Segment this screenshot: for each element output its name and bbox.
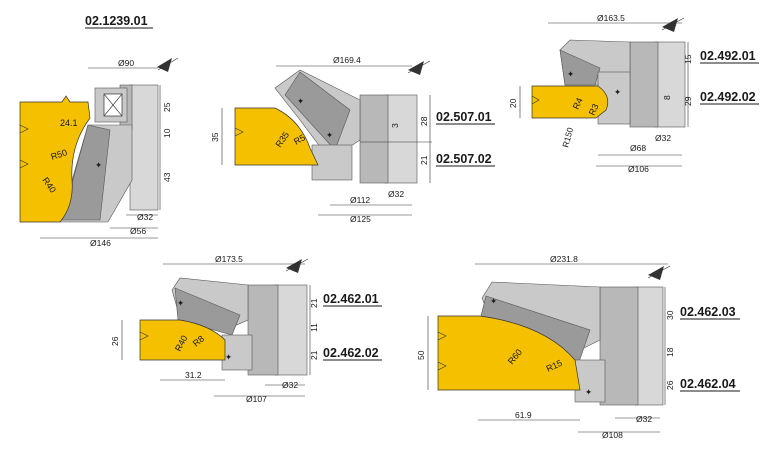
- profile-code: 02.492.01: [700, 49, 756, 63]
- dim-height: 11: [309, 323, 319, 332]
- direction-arrow-icon: [662, 18, 678, 32]
- knife-mark-icon: ✦: [614, 87, 621, 97]
- radius-label: R4: [571, 96, 585, 111]
- dim-height: 21: [419, 155, 429, 165]
- dim-height: 10: [162, 128, 172, 138]
- offset-label: 61.9: [515, 410, 532, 420]
- knife-mark-icon: ✦: [490, 296, 497, 306]
- dim-height: 21: [309, 350, 319, 360]
- profile-code: 02.462.04: [680, 377, 736, 391]
- direction-arrow-icon: [286, 259, 302, 273]
- knife-mark-icon: ✦: [567, 69, 574, 79]
- tool-collar: [599, 286, 639, 406]
- knife-holder: [574, 359, 606, 403]
- dim-diameter: Ø32: [655, 133, 671, 143]
- profile-code: 02.507.02: [436, 152, 492, 166]
- dim-height: 21: [309, 298, 319, 308]
- dim-diameter: Ø90: [118, 58, 134, 68]
- dim-height: 30: [665, 310, 675, 320]
- knife-mark-icon: ✦: [585, 387, 592, 397]
- profile-code: 02.462.02: [323, 346, 379, 360]
- dim-diameter: Ø108: [602, 430, 623, 440]
- offset-label: 24.1: [60, 118, 78, 128]
- tool-shaft: [384, 94, 418, 184]
- knife-mark-icon: ✦: [297, 96, 304, 106]
- workpiece-profile: [19, 95, 91, 223]
- workpiece-profile: [139, 319, 226, 361]
- knife-mark-icon: ✦: [225, 352, 232, 362]
- dim-height: 50: [416, 350, 426, 360]
- dim-height: 15: [683, 54, 693, 64]
- knife-mark-icon: ✦: [95, 160, 102, 170]
- dim-diameter: Ø32: [137, 212, 153, 222]
- dim-height: 25: [162, 102, 172, 112]
- dim-height: 43: [162, 172, 172, 182]
- dim-height: 26: [665, 380, 675, 390]
- profile-02-507: Ø169.4 ✦ ✦ R35 R5 35 28 3 21 Ø112 Ø125 Ø…: [210, 55, 495, 224]
- profile-02-1239-01: 02.1239.01 ✦ Ø90 Ø146 Ø56 Ø32 25 10 43 R…: [19, 14, 179, 248]
- workpiece-profile: [437, 315, 581, 391]
- knife-holder: [221, 334, 253, 371]
- direction-arrow-icon: [648, 266, 664, 280]
- radius-label: R150: [560, 126, 575, 148]
- profile-code: 02.462.03: [680, 305, 736, 319]
- tool-collar: [359, 94, 389, 184]
- dim-height: 35: [210, 132, 220, 142]
- dim-diameter: Ø32: [636, 414, 652, 424]
- tool-collar: [629, 41, 659, 128]
- tool-shaft: [654, 41, 686, 128]
- dim-height: 29: [683, 96, 693, 106]
- profile-02-462-a: Ø173.5 ✦ ✦ R40 R8 26 21 11 21 31.2 Ø32 Ø…: [110, 254, 382, 404]
- profile-code: 02.507.01: [436, 110, 492, 124]
- workpiece-profile: [531, 85, 609, 119]
- radius-label: R5: [292, 132, 307, 146]
- dim-diameter: Ø107: [246, 394, 267, 404]
- profile-code: 02.1239.01: [85, 14, 148, 28]
- dim-diameter: Ø32: [282, 380, 298, 390]
- radius-label: R3: [587, 102, 601, 117]
- tool-shaft: [129, 84, 159, 211]
- dim-diameter: Ø169.4: [333, 55, 361, 65]
- tool-shaft: [634, 286, 664, 406]
- profile-code: 02.462.01: [323, 292, 379, 306]
- dim-diameter: Ø56: [130, 226, 146, 236]
- knife-holder: [311, 144, 353, 181]
- profile-code: 02.492.02: [700, 90, 756, 104]
- tool-collar: [247, 284, 279, 376]
- dim-diameter: Ø112: [350, 195, 370, 205]
- dim-diameter: Ø163.5: [597, 13, 625, 23]
- direction-arrow-icon: [408, 61, 424, 75]
- dim-diameter: Ø231.8: [550, 254, 578, 264]
- dim-height: 18: [665, 347, 675, 357]
- workpiece-profile: [234, 107, 319, 166]
- dim-height: 8: [662, 95, 672, 100]
- profile-02-462-b: Ø231.8 ✦ ✦ R60 R15 50 30 18 26 61.9 Ø32 …: [416, 254, 740, 440]
- tool-shaft: [274, 284, 308, 376]
- dim-diameter: Ø68: [630, 143, 646, 153]
- knife-mark-icon: ✦: [177, 298, 184, 308]
- dim-height: 3: [390, 123, 400, 128]
- dim-diameter: Ø146: [90, 238, 111, 248]
- knife-blade: [559, 49, 601, 86]
- dim-height: 20: [508, 98, 518, 108]
- dim-height: 26: [110, 336, 120, 346]
- offset-label: 31.2: [185, 370, 202, 380]
- dim-diameter: Ø173.5: [215, 254, 243, 264]
- dim-diameter: Ø125: [350, 214, 371, 224]
- dim-height: 28: [419, 116, 429, 126]
- profile-02-492: Ø163.5 ✦ ✦ R4 R3 R150 20 15 8 29 Ø68 Ø10…: [508, 13, 759, 174]
- knife-mark-icon: ✦: [326, 130, 333, 140]
- radius-label: R50: [50, 147, 69, 162]
- direction-arrow-icon: [157, 58, 172, 72]
- dim-diameter: Ø32: [388, 189, 404, 199]
- dim-diameter: Ø106: [628, 164, 649, 174]
